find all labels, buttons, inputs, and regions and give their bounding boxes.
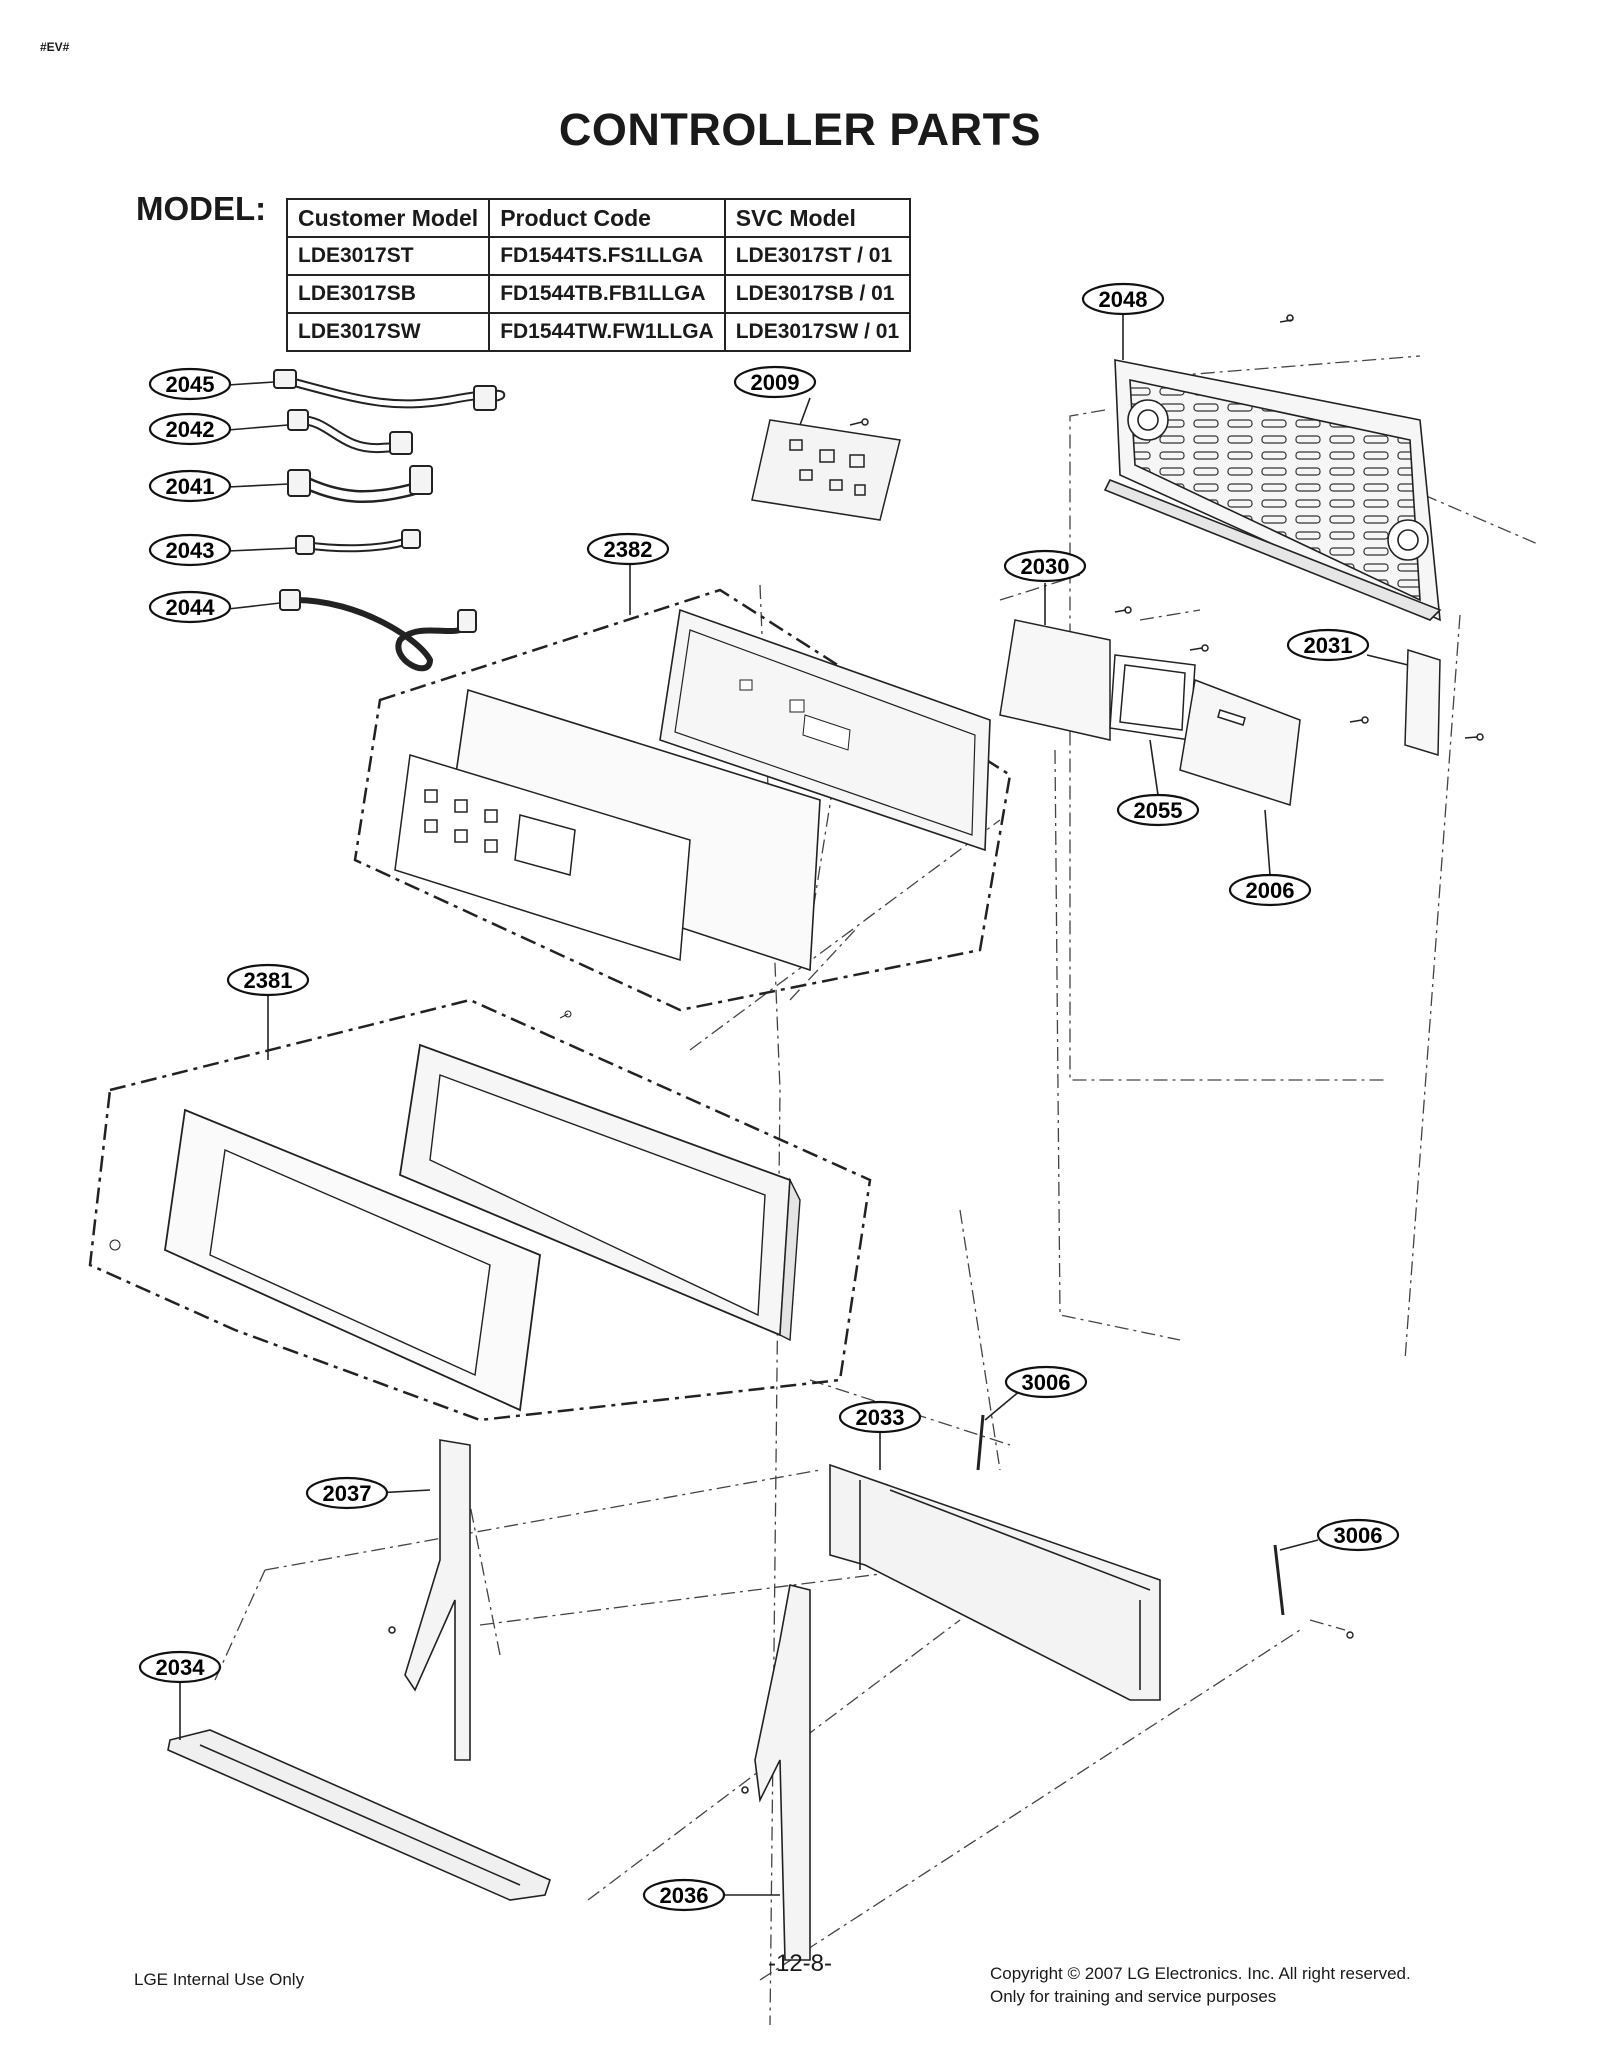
bottom-trim-2034 [167, 1729, 551, 1901]
assembly-2382 [353, 588, 1012, 1012]
callout-2009: 2009 [733, 365, 817, 399]
product-code-cell: FD1544TB.FB1LLGA [488, 274, 726, 314]
callout-2031: 2031 [1286, 628, 1370, 662]
wire-harness-2044 [279, 589, 477, 672]
svg-text:3006: 3006 [1334, 1523, 1383, 1548]
control-panel-overlay [394, 754, 691, 961]
column-header: Customer Model [285, 198, 491, 238]
footer-internal-use: LGE Internal Use Only [134, 1970, 305, 1989]
svc-model-cell: LDE3017ST / 01 [723, 236, 912, 276]
wire-harness-group [273, 369, 506, 672]
callout-2034: 2034 [138, 1650, 222, 1684]
product-code-cell: FD1544TW.FW1LLGA [488, 312, 726, 352]
model-table: Customer Model Product Code SVC Model LD… [285, 198, 912, 352]
callout-2006: 2006 [1228, 873, 1312, 907]
svg-text:2009: 2009 [751, 370, 800, 395]
page-number: -12-8- [767, 1950, 833, 1977]
bracket-2030 [999, 606, 1132, 741]
customer-model-cell: LDE3017SW [285, 312, 491, 352]
wire-harness-2045 [273, 369, 506, 411]
side-bracket-2036 [741, 1584, 811, 1961]
column-header: SVC Model [723, 198, 912, 238]
svg-text:2041: 2041 [166, 474, 215, 499]
callout-leaders [179, 313, 1409, 1896]
wire-harness-2041 [287, 465, 433, 503]
callout-2048: 2048 [1081, 282, 1165, 316]
pins-3006 [976, 1414, 1354, 1639]
lower-channel-2033 [829, 1463, 1161, 1701]
callout-2042: 2042 [148, 412, 232, 446]
callout-2030: 2030 [1003, 549, 1087, 583]
copyright-text: Copyright © 2007 LG Electronics. Inc. Al… [990, 1964, 1411, 1983]
svg-text:2381: 2381 [244, 968, 293, 993]
svg-text:2042: 2042 [166, 417, 215, 442]
svg-text:2043: 2043 [166, 538, 215, 563]
pcb-cover-2006 [1179, 678, 1369, 806]
table-row: LDE3017SB FD1544TB.FB1LLGA LDE3017SB / 0… [285, 274, 912, 314]
callout-2036: 2036 [642, 1878, 726, 1912]
wire-harness-2043 [295, 529, 421, 555]
callout-3006-upper: 3006 [1004, 1365, 1088, 1399]
svg-text:2055: 2055 [1134, 798, 1183, 823]
svg-text:2382: 2382 [604, 537, 653, 562]
svg-text:2006: 2006 [1246, 878, 1295, 903]
callout-2043: 2043 [148, 533, 232, 567]
page-title: CONTROLLER PARTS [558, 104, 1042, 155]
svg-text:2045: 2045 [166, 372, 215, 397]
svg-text:2036: 2036 [660, 1883, 709, 1908]
customer-model-cell: LDE3017ST [285, 236, 491, 276]
svg-text:2037: 2037 [323, 1481, 372, 1506]
training-note: Only for training and service purposes [990, 1987, 1277, 2006]
model-table-header: Customer Model Product Code SVC Model [285, 198, 912, 238]
callout-2381: 2381 [226, 963, 310, 997]
svg-text:2030: 2030 [1021, 554, 1070, 579]
column-header: Product Code [488, 198, 726, 238]
display-window-2055 [1109, 644, 1209, 741]
vent-panel-2048 [1103, 314, 1442, 622]
callout-2044: 2044 [148, 590, 232, 624]
pcb-2009 [751, 418, 901, 521]
footer-copyright-block: Copyright © 2007 LG Electronics. Inc. Al… [990, 1962, 1411, 2008]
svc-model-cell: LDE3017SW / 01 [723, 312, 912, 352]
side-plate-2031 [1404, 648, 1484, 757]
table-row: LDE3017ST FD1544TS.FS1LLGA LDE3017ST / 0… [285, 236, 912, 276]
svg-text:2048: 2048 [1099, 287, 1148, 312]
side-bracket-2037 [388, 1439, 471, 1761]
callout-labels: 2048 2045 2009 2042 2041 2043 2382 2030 … [138, 282, 1400, 1912]
table-row: LDE3017SW FD1544TW.FW1LLGA LDE3017SW / 0… [285, 312, 912, 352]
customer-model-cell: LDE3017SB [285, 274, 491, 314]
svg-text:3006: 3006 [1022, 1370, 1071, 1395]
callout-2382: 2382 [586, 532, 670, 566]
callout-3006-lower: 3006 [1316, 1518, 1400, 1552]
model-label: MODEL: [136, 190, 267, 227]
callout-2041: 2041 [148, 469, 232, 503]
svg-text:2044: 2044 [166, 595, 216, 620]
assembly-guide-lines [214, 355, 1541, 2026]
svg-text:2031: 2031 [1304, 633, 1353, 658]
svg-text:2034: 2034 [156, 1655, 206, 1680]
document-tag: #EV# [40, 40, 70, 54]
callout-2045: 2045 [148, 367, 232, 401]
callout-2055: 2055 [1116, 793, 1200, 827]
wire-harness-2042 [287, 409, 413, 455]
assembly-2381 [88, 998, 872, 1422]
callout-2037: 2037 [305, 1476, 389, 1510]
callout-2033: 2033 [838, 1400, 922, 1434]
svg-text:2033: 2033 [856, 1405, 905, 1430]
product-code-cell: FD1544TS.FS1LLGA [488, 236, 726, 276]
svc-model-cell: LDE3017SB / 01 [723, 274, 912, 314]
